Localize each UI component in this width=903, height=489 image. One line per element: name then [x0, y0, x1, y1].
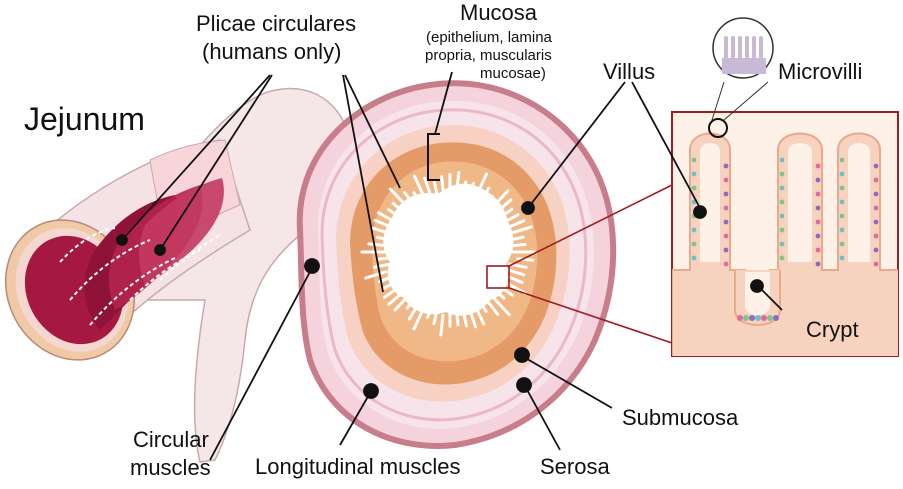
epithelial-cell [780, 228, 785, 233]
epithelial-cell [692, 242, 697, 247]
epithelial-cell [816, 262, 821, 267]
epithelial-cell [840, 242, 845, 247]
epithelial-cell [724, 262, 729, 267]
epithelial-cell [874, 178, 879, 183]
label-plicae-line1: Plicae circulares [196, 12, 356, 35]
crypt-cell [755, 315, 761, 321]
epithelial-cell [724, 164, 729, 169]
label-circular-line1: Circular [133, 428, 209, 451]
label-crypt: Crypt [806, 318, 859, 341]
epithelial-cell [780, 186, 785, 191]
epithelial-cell [780, 256, 785, 261]
epithelial-cell [780, 158, 785, 163]
epithelial-cell [816, 248, 821, 253]
label-submucosa: Submucosa [622, 406, 738, 429]
label-mucosa: Mucosa [460, 1, 537, 24]
epithelial-cell [874, 234, 879, 239]
cross-section [300, 83, 613, 446]
villus-finger [510, 245, 525, 246]
epithelial-cell [724, 192, 729, 197]
epithelial-cell [724, 206, 729, 211]
villus-finger [369, 244, 385, 246]
label-plicae-line2: (humans only) [202, 40, 341, 63]
villus-finger [378, 258, 393, 259]
villus-finger [441, 316, 443, 335]
epithelial-cell [780, 172, 785, 177]
epithelial-cell [874, 220, 879, 225]
epithelial-cell [724, 178, 729, 183]
epithelial-cell [692, 256, 697, 261]
epithelial-cell [840, 172, 845, 177]
label-jejunum: Jejunum [24, 103, 145, 137]
epithelial-cell [692, 228, 697, 233]
label-mucosa-detail-3: mucosae) [480, 66, 546, 82]
label-microvilli: Microvilli [778, 60, 862, 83]
epithelial-cell [840, 228, 845, 233]
epithelial-cell [780, 214, 785, 219]
epithelial-cell [840, 186, 845, 191]
epithelial-cell [840, 214, 845, 219]
epithelial-cell [780, 242, 785, 247]
villus-core-1 [700, 143, 720, 262]
crypt-cell [773, 315, 779, 321]
epithelial-cell [840, 200, 845, 205]
label-mucosa-detail-2: propria, muscularis [425, 48, 552, 64]
label-villus: Villus [603, 60, 655, 83]
label-longitudinal-muscles: Longitudinal muscles [255, 455, 460, 478]
crypt-cell [749, 315, 755, 321]
villus-core-3 [848, 143, 870, 262]
villus-core-2 [788, 143, 812, 262]
epithelial-cell [692, 186, 697, 191]
epithelial-cell [692, 172, 697, 177]
epithelial-cell [816, 178, 821, 183]
crypt-cell [737, 315, 743, 321]
label-serosa: Serosa [540, 455, 610, 478]
epithelial-cell [816, 220, 821, 225]
crypt-cell [761, 315, 767, 321]
epithelial-cell [724, 234, 729, 239]
epithelial-cell [780, 200, 785, 205]
epithelial-cell [874, 206, 879, 211]
epithelial-cell [816, 192, 821, 197]
epithelial-cell [724, 248, 729, 253]
epithelial-cell [816, 164, 821, 169]
epithelial-cell [874, 164, 879, 169]
epithelial-cell [692, 158, 697, 163]
epithelial-cell [840, 158, 845, 163]
villus-finger [457, 173, 459, 192]
epithelial-cell [816, 206, 821, 211]
label-mucosa-detail-1: (epithelium, lamina [426, 30, 552, 46]
epithelial-cell [874, 248, 879, 253]
crypt-cell [743, 315, 749, 321]
epithelial-cell [840, 256, 845, 261]
epithelial-cell [724, 220, 729, 225]
epithelial-cell [874, 192, 879, 197]
epithelial-cell [874, 262, 879, 267]
label-circular-line2: muscles [130, 456, 211, 479]
epithelial-cell [816, 234, 821, 239]
jejunum-tube [0, 89, 351, 462]
crypt-cell [767, 315, 773, 321]
